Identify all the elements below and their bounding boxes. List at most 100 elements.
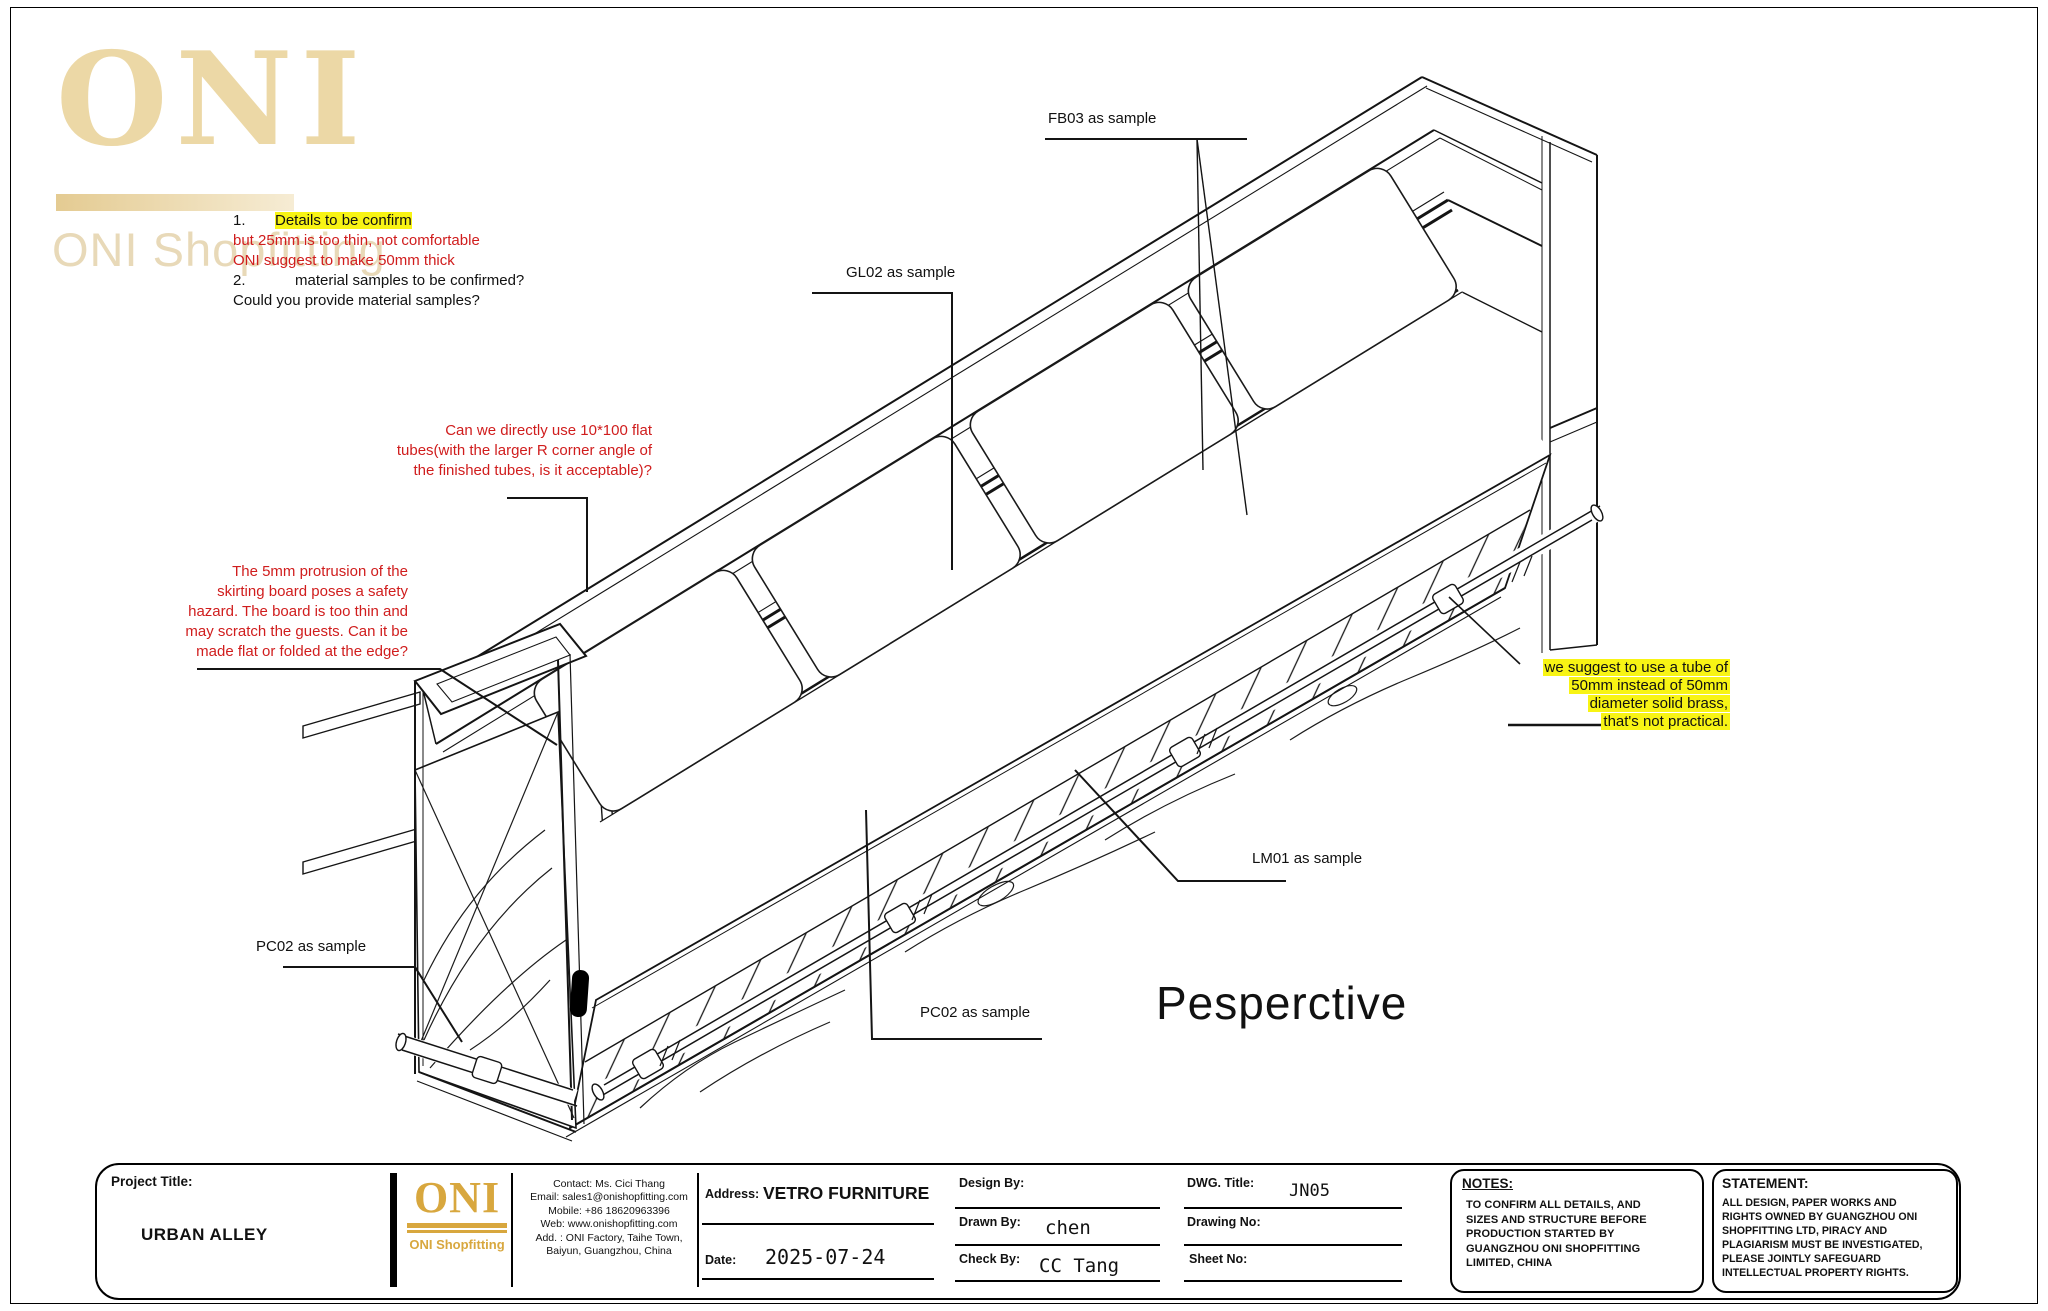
- design-by-label: Design By:: [959, 1176, 1025, 1190]
- watermark-oni-logo: ONI: [56, 25, 369, 175]
- footrest-tubes: [395, 504, 1604, 1107]
- dwg-title-value: JN05: [1289, 1181, 1330, 1201]
- titleblock-divider-1: [511, 1173, 513, 1287]
- note-item-1: 1. Details to be confirm: [233, 211, 524, 231]
- check-by-rule: [955, 1280, 1160, 1282]
- statement-line: SHOPFITTING LTD, PIRACY AND: [1722, 1225, 1888, 1237]
- flat-tube-line2: tubes(with the larger R corner angle of: [396, 442, 652, 459]
- skirting-line3: hazard. The board is too thin and: [188, 603, 408, 620]
- leader-lines: [197, 138, 1630, 1043]
- skirting-wood-grain: [639, 627, 1521, 1109]
- label-lm01: LM01 as sample: [1252, 850, 1363, 867]
- date-value: 2025-07-24: [765, 1245, 886, 1269]
- notes-line: GUANGZHOU ONI SHOPFITTING: [1466, 1242, 1641, 1255]
- drawn-by-rule: [955, 1244, 1160, 1246]
- drawing-no-label: Drawing No:: [1187, 1215, 1261, 1229]
- notes-line: LIMITED, CHINA: [1466, 1257, 1553, 1270]
- contact-line: Baiyun, Guangzhou, China: [546, 1245, 672, 1258]
- right-end-frame: [1447, 136, 1598, 653]
- flat-tube-line3: the finished tubes, is it acceptable)?: [413, 462, 652, 479]
- note-1-line2: but 25mm is too thin, not comfortable: [233, 232, 480, 249]
- notes-line: PRODUCTION STARTED BY: [1466, 1228, 1615, 1241]
- statement-line: PLAGIARISM MUST BE INVESTIGATED,: [1722, 1239, 1923, 1251]
- address-label: Address:: [705, 1187, 760, 1201]
- tube-coupler: [471, 1055, 503, 1085]
- address-value: VETRO FURNITURE: [763, 1183, 930, 1203]
- label-pc02-left: PC02 as sample: [256, 938, 367, 955]
- view-title: Pesperctive: [1156, 977, 1408, 1029]
- note-2-line1: material samples to be confirmed?: [295, 272, 525, 289]
- contact-block: Contact: Ms. Cici Thang Email: sales1@on…: [517, 1178, 701, 1258]
- note-1-line3: ONI suggest to make 50mm thick: [233, 252, 455, 269]
- black-marker: [569, 970, 590, 1018]
- contact-line: Web: www.onishopfitting.com: [540, 1218, 678, 1231]
- project-title-label: Project Title:: [111, 1174, 193, 1189]
- date-label: Date:: [705, 1253, 737, 1267]
- note-item-2: 2. material samples to be confirmed?: [233, 271, 524, 291]
- statement-line: PLEASE JOINTLY SAFEGUARD: [1722, 1253, 1881, 1265]
- title-block: Project Title: URBAN ALLEY ONI ONI Shopf…: [95, 1163, 1961, 1300]
- watermark-gold-bar: [56, 194, 294, 211]
- numbered-notes: 1. Details to be confirm but 25mm is too …: [233, 211, 524, 311]
- contact-line: Contact: Ms. Cici Thang: [553, 1178, 665, 1190]
- statement-label: STATEMENT:: [1722, 1175, 1809, 1191]
- skirting-question: The 5mm protrusion of the skirting board…: [140, 562, 408, 662]
- page-border: [10, 7, 2038, 1304]
- drawn-by-value: chen: [1045, 1217, 1091, 1239]
- statement-line: ALL DESIGN, PAPER WORKS AND: [1722, 1197, 1897, 1209]
- notes-text: TO CONFIRM ALL DETAILS, AND SIZES AND ST…: [1466, 1198, 1647, 1271]
- statement-line: RIGHTS OWNED BY GUANGZHOU ONI: [1722, 1211, 1918, 1223]
- date-rule: [702, 1278, 934, 1280]
- logo-bar-1: [407, 1223, 507, 1228]
- skirting-line5: made flat or folded at the edge?: [196, 643, 408, 660]
- note-2-line2: Could you provide material samples?: [233, 292, 480, 309]
- note-1-number: 1.: [233, 212, 246, 229]
- logo-bar-2: [407, 1230, 507, 1233]
- sheet-no-rule: [1184, 1280, 1402, 1282]
- tube-note-line3: diameter solid brass,: [1587, 695, 1730, 712]
- dwg-title-rule: [1184, 1207, 1402, 1209]
- label-pc02-bottom: PC02 as sample: [920, 1004, 1031, 1021]
- statement-line: INTELLECTUAL PROPERTY RIGHTS.: [1722, 1267, 1909, 1279]
- titleblock-logo-subtitle: ONI Shopfitting: [409, 1236, 505, 1252]
- label-fb03: FB03 as sample: [1048, 110, 1157, 127]
- contact-line: Email: sales1@onishopfitting.com: [530, 1191, 688, 1204]
- titleblock-oni-logo: ONI: [413, 1173, 501, 1222]
- drawing-no-rule: [1184, 1244, 1402, 1246]
- label-gl02: GL02 as sample: [846, 264, 956, 281]
- tube-note-line1: we suggest to use a tube of: [1542, 659, 1730, 676]
- flat-tube-question: Can we directly use 10*100 flat tubes(wi…: [356, 421, 652, 481]
- titleblock-divider-2: [697, 1173, 699, 1287]
- address-rule: [702, 1223, 934, 1225]
- contact-line: Add. : ONI Factory, Taihe Town,: [535, 1231, 683, 1244]
- dwg-title-label: DWG. Title:: [1187, 1176, 1255, 1190]
- skirting-line1: The 5mm protrusion of the: [232, 563, 408, 580]
- drawn-by-label: Drawn By:: [959, 1215, 1021, 1229]
- sheet-no-label: Sheet No:: [1189, 1252, 1248, 1266]
- watermark-subtitle: ONI Shopfitting: [52, 223, 386, 276]
- tube-brackets: [659, 555, 1533, 1067]
- titleblock-logo: ONI ONI Shopfitting: [403, 1175, 511, 1252]
- skirting-line4: may scratch the guests. Can it be: [185, 623, 408, 640]
- left-panel-grain: [414, 711, 575, 1119]
- left-end-frame: [302, 622, 590, 1142]
- titleblock-divider-thick: [390, 1173, 397, 1287]
- notes-box: NOTES: TO CONFIRM ALL DETAILS, AND SIZES…: [1450, 1169, 1704, 1293]
- statement-text: ALL DESIGN, PAPER WORKS AND RIGHTS OWNED…: [1722, 1196, 1923, 1280]
- tube-note-line4: that's not practical.: [1601, 713, 1730, 730]
- project-title-value: URBAN ALLEY: [141, 1225, 268, 1244]
- check-by-label: Check By:: [959, 1252, 1021, 1266]
- notes-line: TO CONFIRM ALL DETAILS, AND: [1466, 1199, 1641, 1211]
- flat-tube-line1: Can we directly use 10*100 flat: [445, 422, 652, 439]
- contact-line: Mobile: +86 18620963396: [548, 1204, 670, 1217]
- tube-suggestion-note: we suggest to use a tube of 50mm instead…: [1490, 659, 1730, 731]
- design-by-rule: [955, 1207, 1160, 1209]
- skirting-line2: skirting board poses a safety: [217, 583, 408, 600]
- note-1-highlight: Details to be confirm: [275, 212, 412, 229]
- check-by-value: CC Tang: [1039, 1255, 1120, 1277]
- note-2-number: 2.: [233, 272, 246, 289]
- back-cushions: [533, 167, 1457, 812]
- statement-box: STATEMENT: ALL DESIGN, PAPER WORKS AND R…: [1712, 1169, 1958, 1293]
